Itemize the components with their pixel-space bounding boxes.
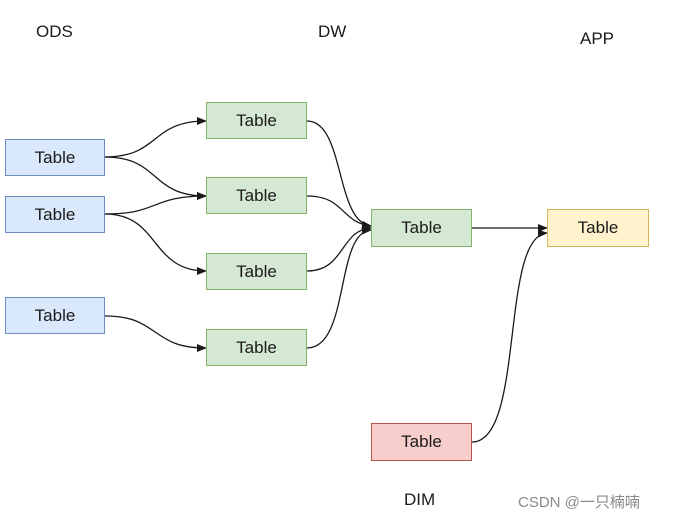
edge-ods2-dw2 xyxy=(104,192,207,215)
edge-dw2-merge xyxy=(306,195,372,229)
ods-table-2[interactable]: Table xyxy=(5,196,105,233)
layer-label-app: APP xyxy=(580,29,615,48)
watermark: CSDN @一只楠喃 xyxy=(518,494,640,511)
dw-table-1[interactable]: Table xyxy=(206,102,307,139)
edge-ods1-dw2 xyxy=(104,156,207,200)
dw-table-2[interactable]: Table xyxy=(206,177,307,214)
dw-merged-table[interactable]: Table xyxy=(371,209,472,247)
edge-ods1-dw1 xyxy=(104,117,207,158)
edge-dw1-merge xyxy=(306,120,372,229)
layer-label-ods: ODS xyxy=(36,22,73,41)
layer-label-dw: DW xyxy=(318,22,347,41)
layer-label-dim: DIM xyxy=(404,490,436,509)
edge-ods3-dw4 xyxy=(104,315,207,352)
dw-table-4[interactable]: Table xyxy=(206,329,307,366)
ods-table-3[interactable]: Table xyxy=(5,297,105,334)
dw-table-3[interactable]: Table xyxy=(206,253,307,290)
edge-dim-app xyxy=(471,229,548,443)
ods-table-1[interactable]: Table xyxy=(5,139,105,176)
edge-ods2-dw3 xyxy=(104,213,207,275)
app-table[interactable]: Table xyxy=(547,209,649,247)
edge-dw4-merge xyxy=(306,226,372,349)
dim-table[interactable]: Table xyxy=(371,423,472,461)
